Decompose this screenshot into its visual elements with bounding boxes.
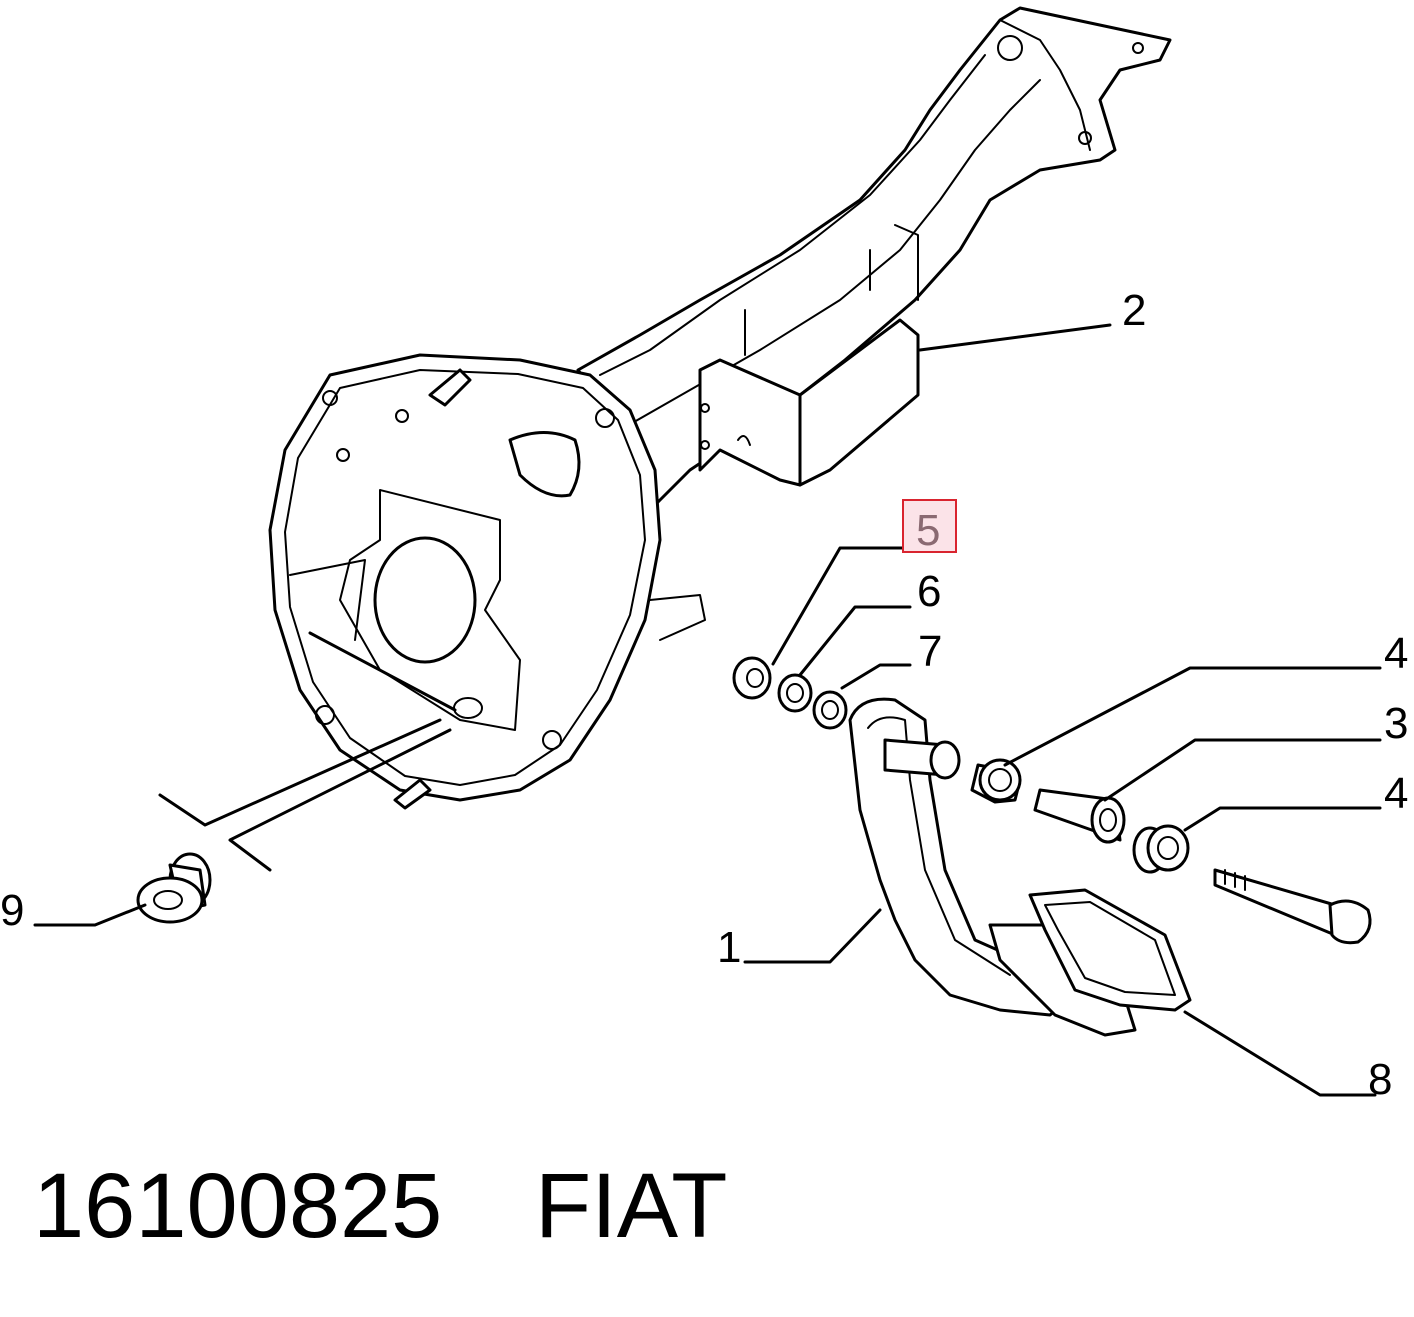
- callout-6: 6: [917, 567, 941, 616]
- part-6-washer: [777, 673, 813, 713]
- brand-name: FIAT: [535, 1155, 728, 1257]
- callout-8: 8: [1368, 1055, 1392, 1104]
- part-4-bushing-lower: [1132, 824, 1190, 874]
- pivot-bolt: [1213, 868, 1372, 945]
- callout-9: 9: [0, 886, 24, 935]
- highlight-box: [902, 499, 957, 553]
- part-4-bushing-upper: [970, 758, 1022, 804]
- part-7-washer: [812, 690, 848, 730]
- part-8-pedal-pad: [1028, 888, 1192, 1012]
- part-9-bump-stop: [136, 852, 212, 924]
- callout-4-lower: 4: [1384, 769, 1408, 818]
- callout-5: 5: [916, 506, 940, 555]
- callout-3: 3: [1384, 699, 1408, 748]
- part-5-nut: [732, 656, 772, 700]
- part-number: 16100825: [33, 1155, 442, 1257]
- part-2-pedal-bracket: [576, 6, 1172, 522]
- callout-1: 1: [717, 923, 741, 972]
- callout-2: 2: [1122, 286, 1146, 335]
- leader-lines: [33, 323, 1382, 1097]
- callout-4-upper: 4: [1384, 629, 1408, 678]
- callout-5-highlight: 5: [902, 499, 957, 555]
- callout-7: 7: [918, 627, 942, 676]
- part-3-spacer-tube: [1033, 788, 1126, 844]
